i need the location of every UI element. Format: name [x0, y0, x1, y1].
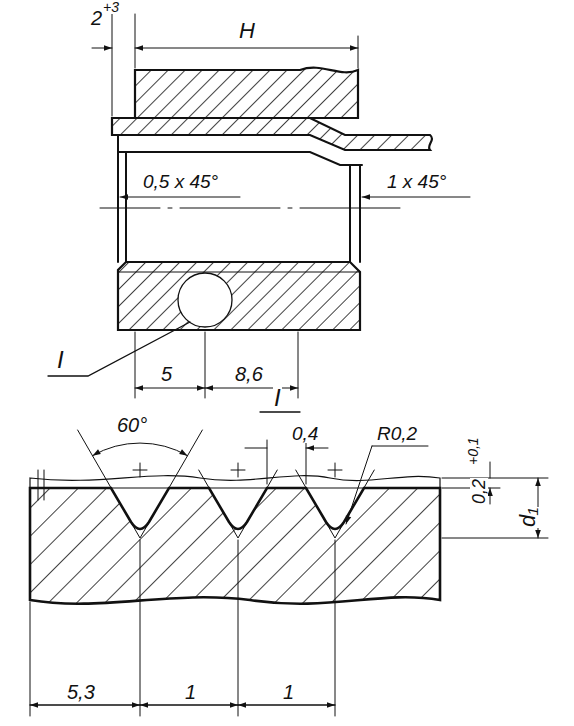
dimension-line: [30, 705, 335, 706]
leader-line: [120, 197, 240, 198]
center-mark: [328, 463, 342, 477]
dimension-line: [140, 705, 238, 706]
v-construction: [78, 430, 203, 538]
extension-line: [30, 540, 335, 716]
tolerance: +3: [102, 0, 120, 14]
chamfer-note: 1 x 45°: [386, 172, 447, 191]
detail-view: [30, 430, 548, 716]
dimension-symbol: d₁: [517, 507, 539, 528]
detail-callout: I: [56, 348, 65, 372]
angle-value: 60°: [116, 415, 148, 435]
nut-wall: [135, 68, 358, 118]
v-construction: [296, 470, 375, 538]
section-view: [48, 14, 470, 412]
dimension-line: [238, 705, 335, 706]
bore-outline: [118, 135, 362, 262]
extension-line: [112, 14, 358, 116]
dimension-line: [245, 448, 328, 449]
v-construction: [199, 470, 278, 538]
extension-line: [267, 440, 306, 484]
dimension-value: 5: [160, 364, 173, 384]
leader-line: [346, 446, 428, 524]
dimension-line: [135, 48, 358, 49]
chamfer-note: 0,5 x 45°: [142, 172, 219, 191]
extension-line: [442, 478, 548, 538]
dimension-value: 0,2: [470, 478, 488, 505]
dimension-line: [135, 388, 205, 389]
radius-note: R0,2: [376, 424, 418, 443]
center-mark: [133, 463, 147, 477]
thread-profile: [30, 488, 440, 604]
coating-layer: [30, 476, 440, 488]
center-line: [100, 208, 400, 209]
dimension-line: [490, 462, 491, 504]
tube-wall: [112, 118, 432, 150]
dimension-line: [30, 705, 140, 706]
nut-wall: [118, 262, 360, 330]
dimension-value: 1: [282, 682, 295, 702]
break-mark: [38, 470, 44, 500]
dimension-value: 5,3: [66, 682, 96, 702]
leader-line: [362, 197, 470, 198]
dimension-value: 1: [184, 682, 197, 702]
dimension-symbol: H: [238, 20, 256, 42]
angle-dimension: [93, 443, 188, 456]
dimension-value: 0,4: [291, 424, 319, 443]
tolerance: +0,1: [466, 436, 480, 466]
construction-lines: [78, 430, 375, 538]
dimension-line: [205, 388, 298, 389]
thread-line: [118, 272, 360, 273]
title-underline: [260, 411, 300, 412]
dimension-line: [92, 48, 112, 49]
dimension-value: 8,6: [234, 364, 264, 384]
detail-circle: [178, 273, 232, 327]
center-mark: [231, 463, 245, 477]
detail-title: I: [273, 386, 282, 410]
